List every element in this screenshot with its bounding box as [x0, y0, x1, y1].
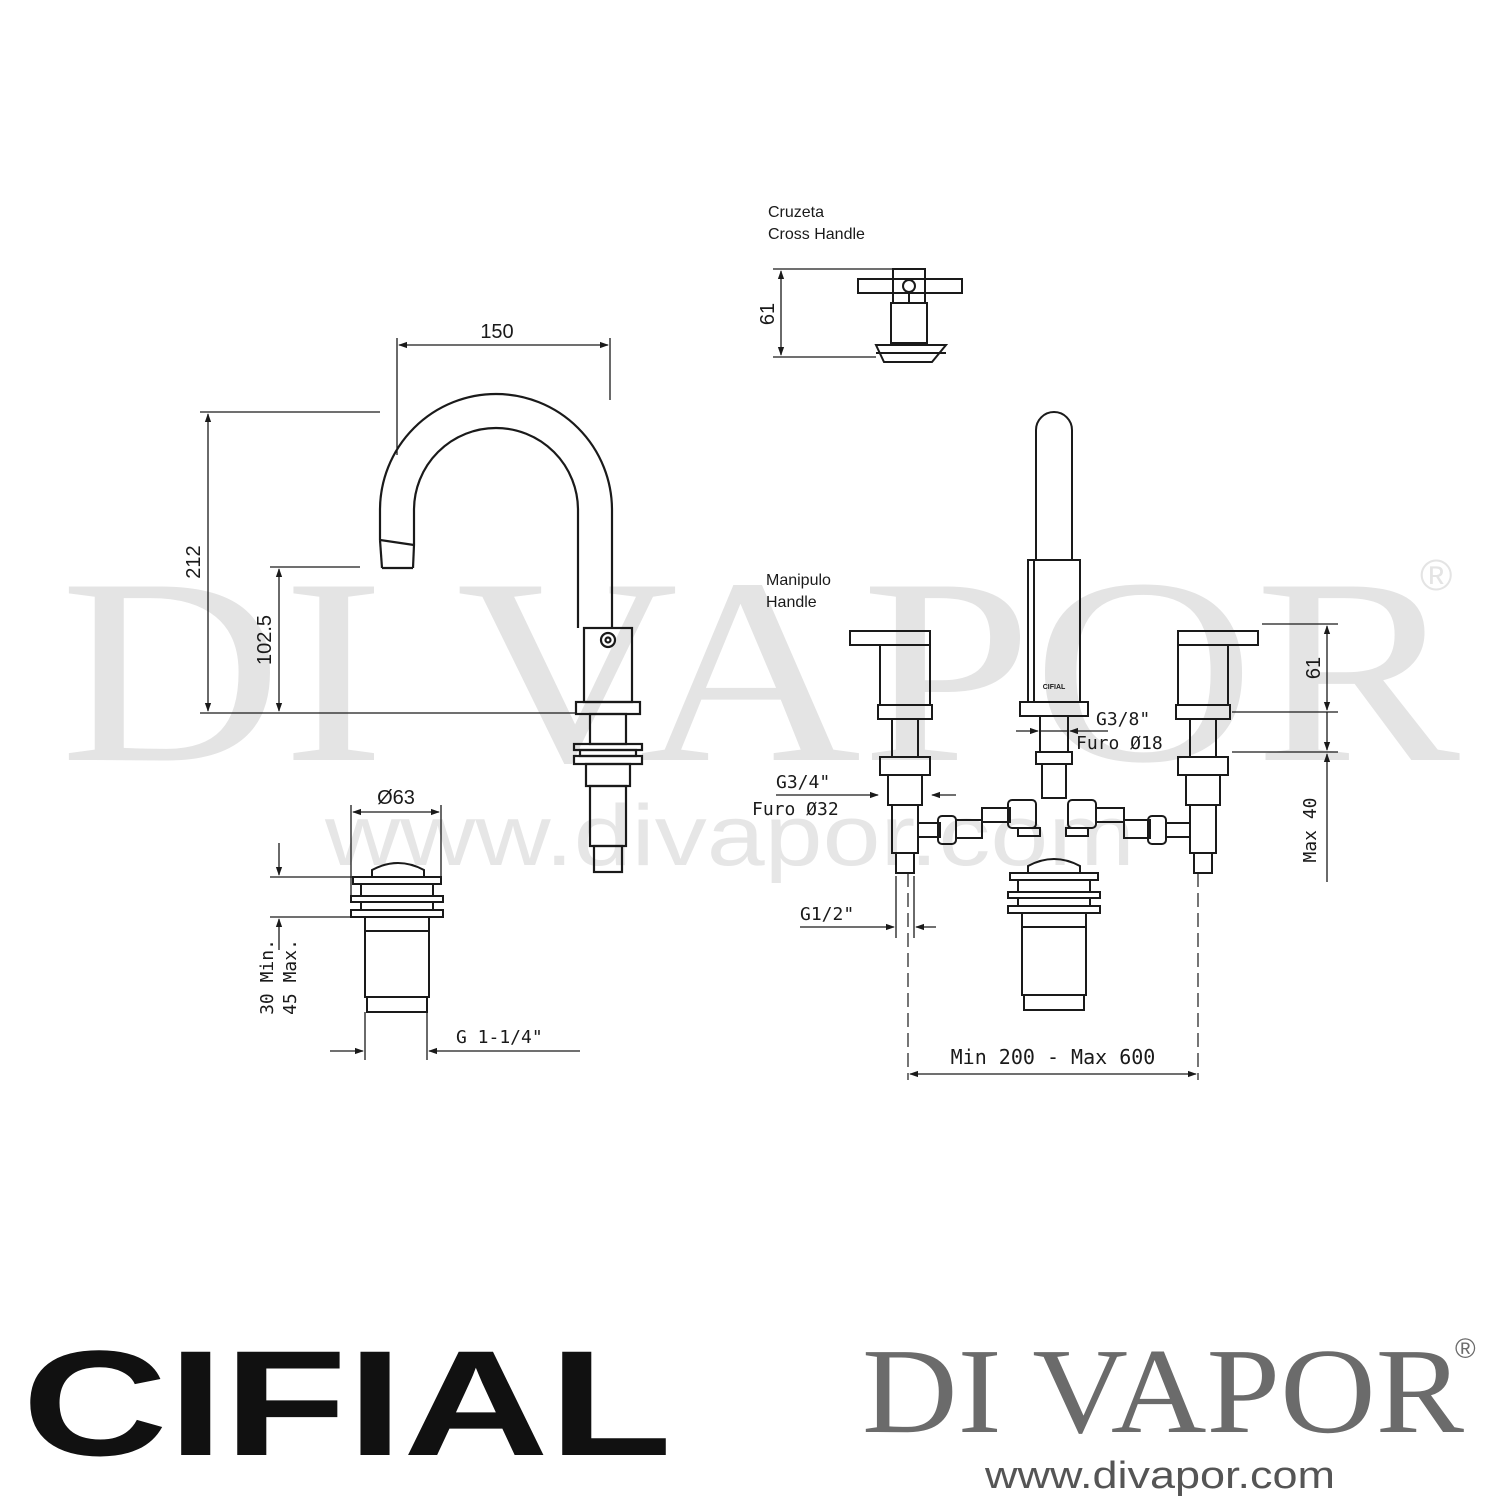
dim-thread-center: G3/8" — [1096, 709, 1150, 730]
dim-spout-reach: 150 — [480, 321, 513, 343]
center-lines — [907, 873, 1199, 1080]
cross-handle-drawing — [857, 268, 963, 363]
dim-waste-max: 45 Max. — [280, 939, 301, 1015]
dim-max-deck: Max 40 — [1300, 797, 1321, 862]
dim-waste-thread: G 1-1/4" — [456, 1027, 543, 1048]
divapor-registered: ® — [1455, 1333, 1476, 1364]
dim-spout-outlet-height: 102.5 — [254, 615, 276, 665]
front-view — [849, 411, 1259, 874]
cifial-logo-text: CIFIAL — [22, 1319, 672, 1487]
divapor-logo-text: DI VAPOR — [862, 1324, 1465, 1459]
watermark-url: www.divapor.com — [324, 788, 1135, 884]
cross-handle-dimension — [773, 268, 892, 358]
label-handle-pt: Manipulo — [766, 572, 831, 589]
spout-dimensions — [200, 338, 611, 714]
spout-side-view — [378, 392, 644, 874]
dim-hole-center: Furo Ø18 — [1076, 733, 1163, 754]
dim-inlet-thread: G1/2" — [800, 904, 854, 925]
divapor-logo: DI VAPOR ® www.divapor.com — [862, 1324, 1476, 1497]
dim-spacing: Min 200 - Max 600 — [951, 1045, 1156, 1069]
spout-engraving: CIFIAL — [1043, 684, 1066, 691]
waste-left — [350, 862, 444, 1013]
dim-handle-height: 61 — [1303, 657, 1325, 679]
dim-spout-height: 212 — [183, 545, 205, 578]
dim-waste-diameter: Ø63 — [377, 787, 415, 809]
dim-cross-handle-height: 61 — [757, 303, 779, 325]
cifial-logo: CIFIAL — [22, 1319, 672, 1487]
watermark: DI VAPOR ® www.divapor.com — [60, 525, 1461, 884]
label-cross-handle-en: Cross Handle — [768, 226, 865, 243]
label-handle-en: Handle — [766, 594, 817, 611]
waste-left-dimensions — [270, 805, 580, 1060]
waste-front — [1007, 858, 1101, 1011]
dim-thread-side: G3/4" — [776, 772, 830, 793]
divapor-url: www.divapor.com — [984, 1455, 1335, 1497]
dim-waste-min: 30 Min. — [257, 939, 278, 1015]
front-dimensions — [776, 623, 1338, 1078]
dim-hole-side: Furo Ø32 — [752, 799, 839, 820]
watermark-registered: ® — [1420, 551, 1452, 600]
watermark-text: DI VAPOR — [60, 525, 1461, 818]
label-cross-handle-pt: Cruzeta — [768, 204, 824, 221]
